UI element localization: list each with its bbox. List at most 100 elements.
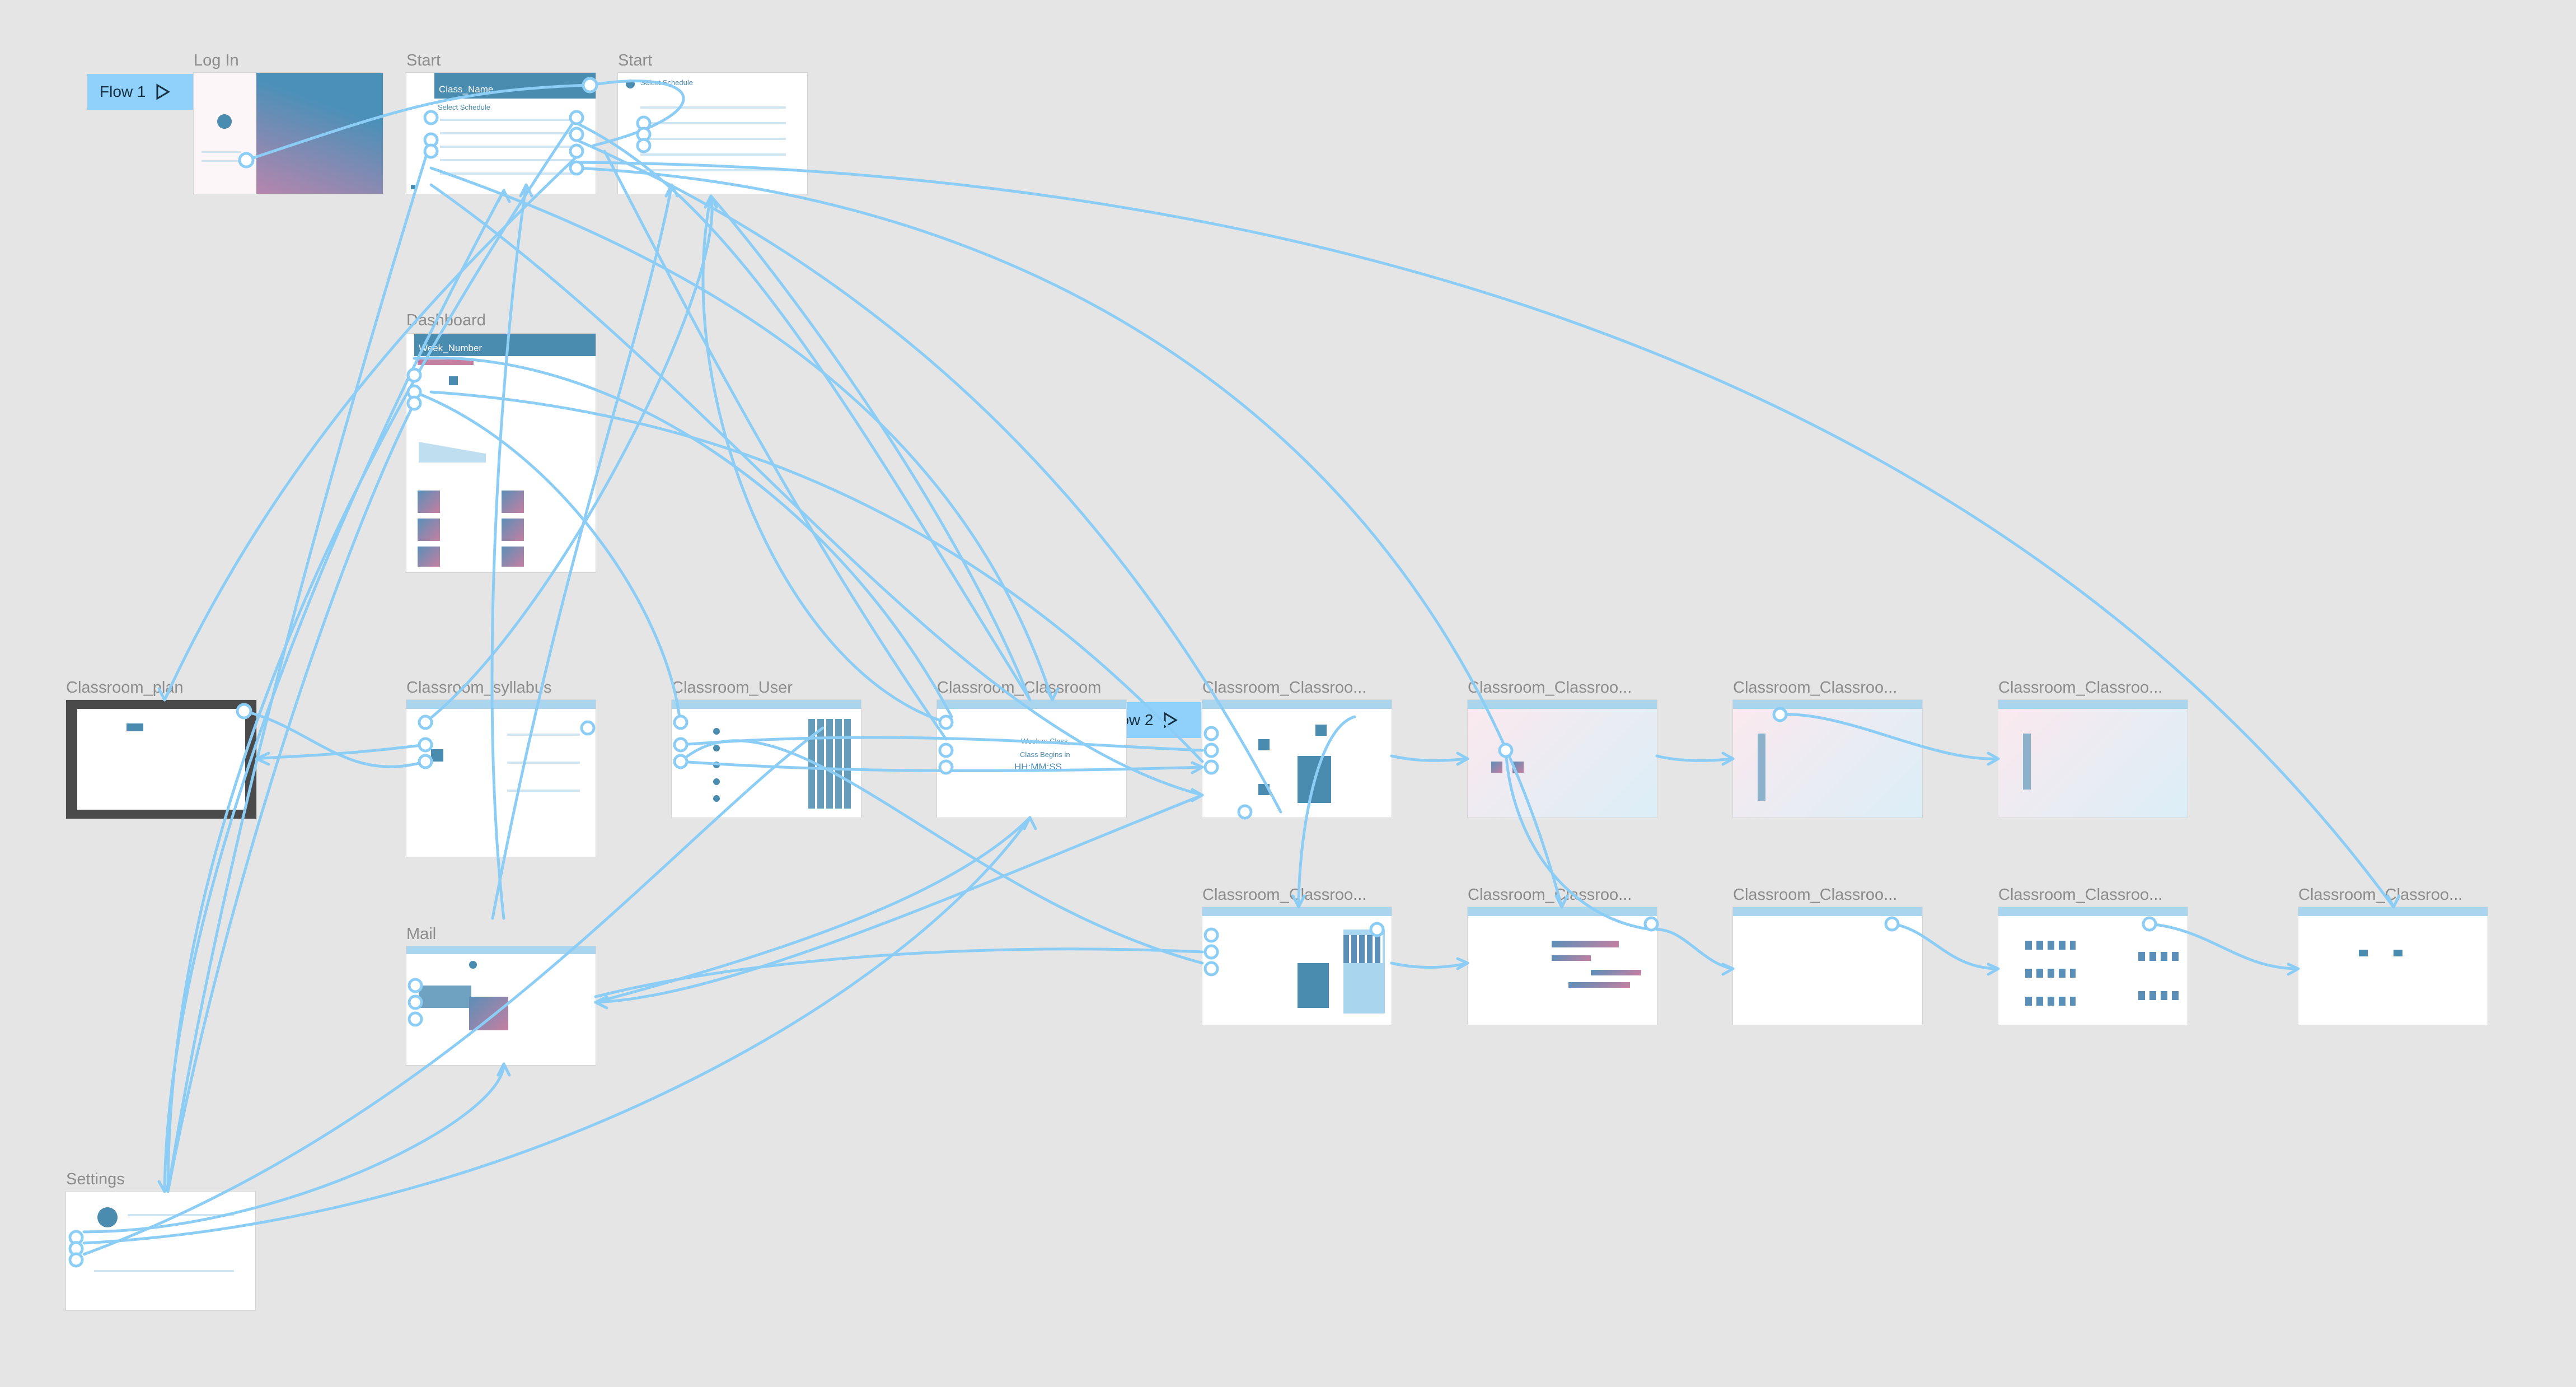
cc-3-frame[interactable] [1733, 700, 1922, 818]
sender-avatar [469, 961, 477, 969]
settings-frame[interactable] [66, 1192, 255, 1310]
gantt-bar [1552, 941, 1619, 947]
cc-5-frame[interactable] [1202, 907, 1392, 1025]
avatar [626, 80, 635, 88]
flow-1-button[interactable]: Flow 1 [87, 74, 194, 110]
login-frame[interactable] [194, 73, 383, 194]
syllabus-line [507, 762, 580, 764]
classroom-syllabus-frame[interactable] [406, 700, 596, 857]
user-grid [808, 719, 853, 809]
schedule-row[interactable] [640, 169, 786, 171]
schedule-row[interactable] [640, 153, 786, 156]
course-thumbnail[interactable] [418, 519, 440, 541]
chart-row [2025, 941, 2076, 950]
login-logo [217, 114, 232, 129]
classroom-header [937, 700, 1126, 709]
mail-frame[interactable] [406, 946, 596, 1065]
mail-selected-item[interactable] [419, 986, 471, 1008]
start-a-frame[interactable]: Class_Name Select Schedule [406, 73, 596, 194]
user-avatar [713, 728, 720, 735]
cc-header [1733, 907, 1922, 916]
flow-1-label: Flow 1 [100, 83, 146, 100]
course-thumbnail[interactable] [502, 491, 524, 513]
user-header [672, 700, 861, 709]
cc-9-frame[interactable] [2298, 907, 2488, 1025]
cc-header [1202, 907, 1392, 916]
frame-label-mail: Mail [406, 925, 437, 943]
course-thumbnail[interactable] [502, 519, 524, 541]
plan-action-button[interactable] [127, 723, 143, 731]
frame-label-cc-4: Classroom_Classroo... [1998, 679, 2163, 697]
gantt-bar [1568, 982, 1630, 988]
dashboard-frame[interactable]: Week_Number [406, 334, 596, 572]
frame-label-classroom-classroom: Classroom_Classroom [937, 679, 1102, 697]
video-tile [1315, 725, 1327, 736]
video-tile [1258, 784, 1270, 795]
start-a-title: Class_Name [439, 84, 494, 95]
schedule-row[interactable] [440, 172, 574, 175]
cc-7-frame[interactable] [1733, 907, 1922, 1025]
frame-label-cc-8: Classroom_Classroo... [1998, 886, 2163, 904]
schedule-row[interactable] [640, 106, 786, 109]
settings-line [94, 1270, 234, 1272]
cc-header [1468, 907, 1657, 916]
schedule-row[interactable] [440, 132, 574, 134]
cc-4-frame[interactable] [1998, 700, 2188, 818]
settings-line [128, 1214, 234, 1216]
cc-header [1733, 700, 1922, 709]
cc-header [1998, 700, 2188, 709]
dashboard-title: Week_Number [419, 343, 483, 353]
start-b-frame[interactable]: Select Schedule [618, 73, 807, 194]
classroom-user-frame[interactable] [672, 700, 861, 818]
frame-label-login: Log In [194, 52, 239, 69]
course-thumbnail[interactable] [418, 491, 440, 513]
participant-tile [1491, 762, 1502, 773]
login-field[interactable] [202, 151, 241, 153]
reaction-grid [1343, 935, 1383, 963]
login-field[interactable] [202, 160, 241, 162]
frame-label-cc-9: Classroom_Classroo... [2298, 886, 2463, 904]
chart-row [2025, 997, 2076, 1006]
cc-8-frame[interactable] [1998, 907, 2188, 1025]
video-tile-main [1298, 963, 1329, 1008]
cc-header [1202, 700, 1392, 709]
syllabus-line [507, 734, 580, 736]
class-week: Week n: Class [1021, 737, 1068, 745]
schedule-row[interactable] [640, 138, 786, 140]
participant-list [1758, 734, 1765, 801]
frame-label-cc-7: Classroom_Classroo... [1733, 886, 1898, 904]
stat-marker [449, 376, 458, 385]
chart-row [2025, 969, 2076, 978]
class-timer: HH:MM:SS [1014, 762, 1062, 772]
profile-avatar [97, 1207, 118, 1227]
frame-label-cc-3: Classroom_Classroo... [1733, 679, 1898, 697]
cc-2-frame[interactable] [1468, 700, 1657, 818]
frame-label-cc-6: Classroom_Classroo... [1468, 886, 1632, 904]
start-b-subtitle: Select Schedule [640, 78, 693, 87]
classroom-plan-frame[interactable] [66, 700, 256, 819]
course-thumbnail[interactable] [418, 547, 440, 567]
frame-label-cc-5: Classroom_Classroo... [1202, 886, 1367, 904]
frame-label-start-a: Start [406, 52, 441, 69]
schedule-row[interactable] [640, 122, 786, 124]
schedule-row[interactable] [440, 159, 574, 161]
cc-header [2298, 907, 2488, 916]
schedule-row[interactable] [440, 119, 574, 121]
course-thumbnail[interactable] [502, 547, 524, 567]
participant-list [2023, 734, 2031, 790]
cc-6-frame[interactable] [1468, 907, 1657, 1025]
cc-1-frame[interactable] [1202, 700, 1392, 818]
play-triangle-icon [156, 83, 171, 100]
syllabus-line [507, 790, 580, 792]
classroom-classroom-frame[interactable]: Week n: Class Class Begins in HH:MM:SS [937, 700, 1126, 818]
frame-label-dashboard: Dashboard [406, 311, 486, 329]
frame-label-classroom-syllabus: Classroom_syllabus [406, 679, 552, 697]
frame-label-cc-2: Classroom_Classroo... [1468, 679, 1632, 697]
user-avatar [713, 762, 720, 768]
stat-chip [2394, 950, 2402, 956]
user-avatar [713, 795, 720, 802]
cc-header [1998, 907, 2188, 916]
video-tile-main [1298, 756, 1331, 803]
schedule-row[interactable] [440, 146, 574, 148]
